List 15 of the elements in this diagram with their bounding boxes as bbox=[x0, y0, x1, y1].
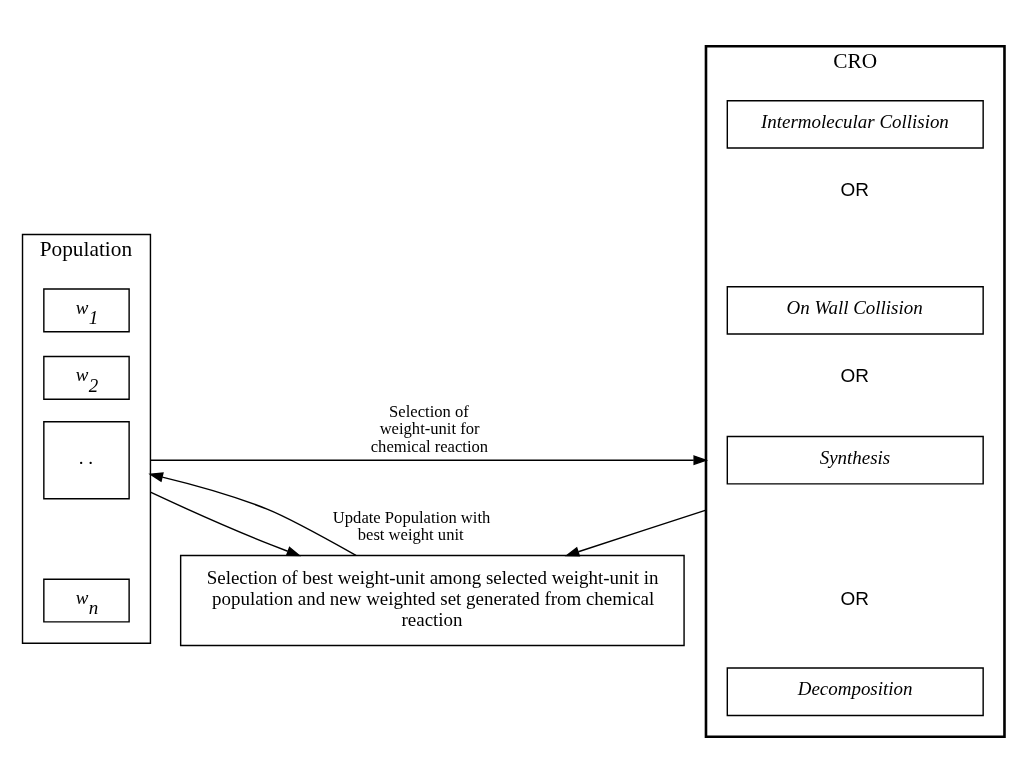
node-box: Selection of best weight-unit among selected weight-unit in population and new weighted set generated from chemical reaction bbox=[179, 554, 685, 646]
arrow bbox=[149, 454, 709, 465]
edge-label: Update Population with best weight unit bbox=[332, 507, 491, 544]
arrow bbox=[148, 471, 357, 556]
arrow bbox=[564, 508, 707, 557]
node-box: . . bbox=[43, 420, 130, 499]
label: OR bbox=[840, 178, 869, 200]
node-box: On Wall Collision bbox=[726, 285, 984, 335]
label: OR bbox=[840, 587, 869, 609]
node-box: Synthesis bbox=[726, 435, 984, 485]
label: OR bbox=[840, 364, 869, 386]
arrow bbox=[149, 490, 302, 556]
node-box: Decomposition bbox=[726, 666, 984, 716]
node-box: Intermolecular Collision bbox=[726, 99, 984, 149]
edge-label: Selection of weight-unit for chemical reaction bbox=[370, 401, 489, 456]
